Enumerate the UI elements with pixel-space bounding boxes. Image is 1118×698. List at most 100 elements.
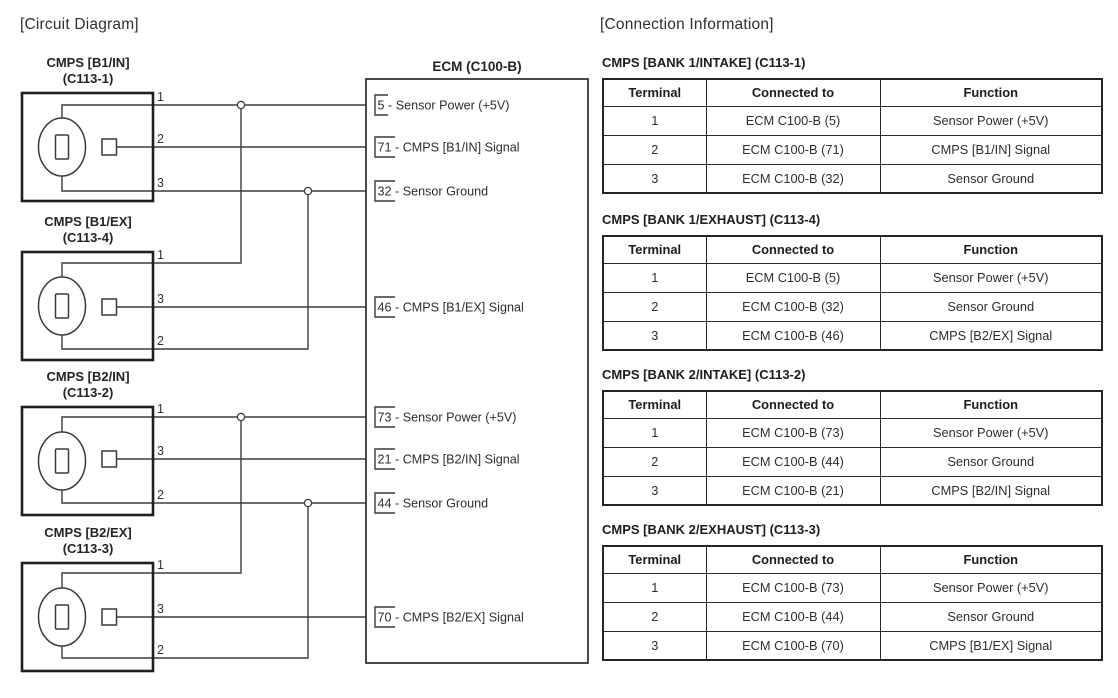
connected-to-cell: ECM C100-B (21) (705, 475, 881, 506)
connector-box (20, 91, 155, 203)
table-title: CMPS [BANK 1/INTAKE] (C113-1) (602, 55, 806, 70)
wire-b1ex-pin2 (61, 191, 309, 350)
wire-b1in-pin1 (61, 104, 366, 118)
table-row: 3 ECM C100-B (32) Sensor Ground (602, 163, 1103, 194)
table-row: 3 ECM C100-B (21) CMPS [B2/IN] Signal (602, 475, 1103, 506)
connector-cmps-b2-ex: CMPS [B2/EX] (C113-3) 1 3 2 (20, 417, 366, 673)
function-column-header: Function (879, 235, 1103, 264)
terminal-cell: 3 (602, 630, 707, 661)
connector-code: (C113-4) (63, 230, 114, 245)
connected-to-cell: ECM C100-B (46) (705, 320, 881, 351)
connected-to-column-header: Connected to (705, 390, 881, 419)
connector-cmps-b1-ex: CMPS [B1/EX] (C113-4) 1 3 2 (20, 105, 366, 362)
sensor-body-icon (37, 276, 87, 336)
junction-node (236, 100, 246, 110)
terminal-cell: 1 (602, 417, 707, 448)
wire-b2in-pin2 (61, 490, 366, 504)
table-row: 1 ECM C100-B (5) Sensor Power (+5V) (602, 262, 1103, 293)
pin-bracket (374, 492, 395, 514)
connector-code: (C113-3) (63, 541, 114, 556)
table-row: 1 ECM C100-B (5) Sensor Power (+5V) (602, 105, 1103, 136)
pin-number: 1 (157, 248, 164, 262)
ecm-title: ECM (C100-B) (432, 59, 521, 74)
terminal-pin-icon (101, 298, 118, 316)
function-cell: Sensor Ground (879, 291, 1103, 322)
table-row: 1 ECM C100-B (73) Sensor Power (+5V) (602, 572, 1103, 603)
pin-number: 1 (157, 402, 164, 416)
function-cell: Sensor Ground (879, 601, 1103, 632)
pin-number: 3 (157, 602, 164, 616)
ecm-pin-label: 5 - Sensor Power (+5V) (378, 99, 510, 113)
table-header-row: Terminal Connected to Function (602, 235, 1103, 264)
connector-code: (C113-1) (63, 71, 114, 86)
table-row: 1 ECM C100-B (73) Sensor Power (+5V) (602, 417, 1103, 448)
pin-bracket (374, 606, 395, 628)
connected-to-cell: ECM C100-B (5) (705, 105, 881, 136)
wire-b1ex-pin1 (61, 105, 242, 277)
function-cell: Sensor Ground (879, 446, 1103, 477)
connected-to-column-header: Connected to (705, 545, 881, 574)
pin-number: 2 (157, 334, 164, 348)
connector-code: (C113-2) (63, 385, 114, 400)
connector-box (20, 250, 155, 362)
terminal-cell: 3 (602, 475, 707, 506)
terminal-cell: 2 (602, 291, 707, 322)
connection-information-heading: [Connection Information] (600, 16, 774, 33)
pin-number: 2 (157, 132, 164, 146)
connection-table: Terminal Connected to Function 1 ECM C10… (602, 390, 1103, 506)
wire-b2ex-pin2 (61, 503, 309, 659)
function-column-header: Function (879, 78, 1103, 107)
connected-to-cell: ECM C100-B (44) (705, 446, 881, 477)
sensor-element-icon (54, 448, 70, 474)
pin-number: 1 (157, 90, 164, 104)
table-row: 2 ECM C100-B (44) Sensor Ground (602, 601, 1103, 632)
pin-bracket (374, 296, 395, 318)
function-cell: CMPS [B1/IN] Signal (879, 134, 1103, 165)
ecm-pin-label: 70 - CMPS [B2/EX] Signal (378, 611, 524, 625)
wire-b2ex-pin1 (61, 417, 242, 588)
function-cell: Sensor Power (+5V) (879, 417, 1103, 448)
terminal-column-header: Terminal (602, 545, 707, 574)
function-cell: CMPS [B1/EX] Signal (879, 630, 1103, 661)
terminal-cell: 3 (602, 163, 707, 194)
ecm-pins: 5 - Sensor Power (+5V) 71 - CMPS [B1/IN]… (374, 94, 524, 628)
pin-bracket (374, 406, 395, 428)
function-column-header: Function (879, 545, 1103, 574)
connection-table: Terminal Connected to Function 1 ECM C10… (602, 545, 1103, 661)
terminal-cell: 2 (602, 446, 707, 477)
function-cell: Sensor Power (+5V) (879, 262, 1103, 293)
table-row: 2 ECM C100-B (32) Sensor Ground (602, 291, 1103, 322)
terminal-cell: 1 (602, 572, 707, 603)
connected-to-cell: ECM C100-B (5) (705, 262, 881, 293)
terminal-pin-icon (101, 608, 118, 626)
sensor-body-icon (37, 587, 87, 647)
pin-number: 1 (157, 558, 164, 572)
table-header-row: Terminal Connected to Function (602, 390, 1103, 419)
ecm-pin-label: 73 - Sensor Power (+5V) (378, 411, 517, 425)
connected-to-cell: ECM C100-B (44) (705, 601, 881, 632)
sensor-element-icon (54, 134, 70, 160)
table-title: CMPS [BANK 2/INTAKE] (C113-2) (602, 367, 806, 382)
terminal-pin-icon (101, 138, 118, 156)
function-cell: CMPS [B2/IN] Signal (879, 475, 1103, 506)
wire-b2in-pin1 (61, 416, 366, 432)
pin-number: 3 (157, 444, 164, 458)
connection-table-group: CMPS [BANK 1/INTAKE] (C113-1) Terminal C… (602, 55, 1103, 194)
connected-to-cell: ECM C100-B (71) (705, 134, 881, 165)
terminal-column-header: Terminal (602, 78, 707, 107)
ecm-pin-label: 32 - Sensor Ground (378, 185, 489, 199)
terminal-pin-icon (101, 450, 118, 468)
table-row: 2 ECM C100-B (44) Sensor Ground (602, 446, 1103, 477)
function-cell: Sensor Power (+5V) (879, 572, 1103, 603)
sensor-body-icon (37, 431, 87, 491)
table-header-row: Terminal Connected to Function (602, 78, 1103, 107)
connector-box (20, 405, 155, 517)
ecm-pin-label: 44 - Sensor Ground (378, 497, 489, 511)
table-row: 3 ECM C100-B (46) CMPS [B2/EX] Signal (602, 320, 1103, 351)
pin-number: 3 (157, 292, 164, 306)
circuit-diagram-heading: [Circuit Diagram] (20, 16, 139, 33)
table-header-row: Terminal Connected to Function (602, 545, 1103, 574)
pin-number: 2 (157, 488, 164, 502)
circuit-diagram: ECM (C100-B) CMPS [B1/IN] (C113-1) 1 2 3… (20, 55, 589, 673)
